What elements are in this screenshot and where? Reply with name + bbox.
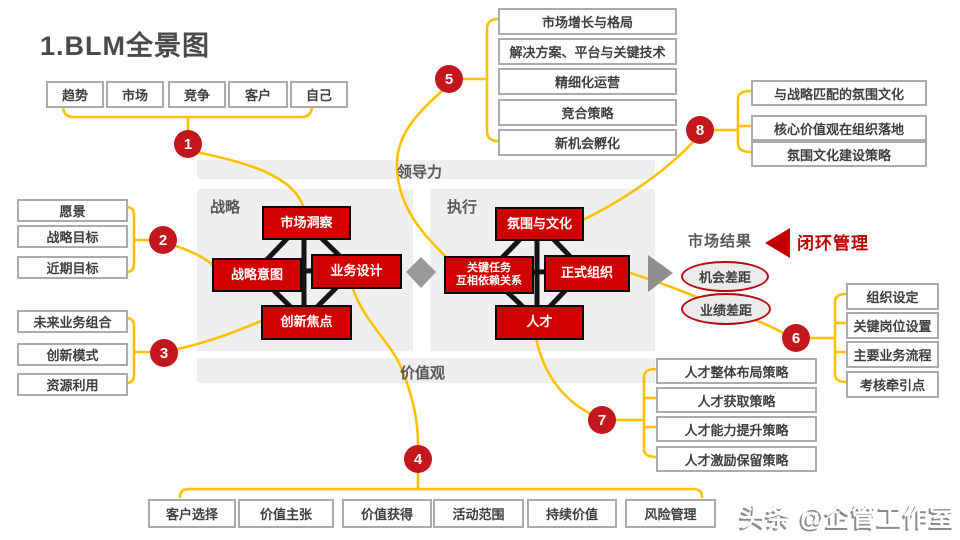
g7-box-talent-improvement: 人才能力提升策略 — [656, 416, 817, 442]
performance-gap-oval: 业绩差距 — [681, 293, 771, 325]
node-talent: 人才 — [495, 305, 584, 340]
g3-box-innovation-mode: 创新模式 — [17, 343, 128, 366]
g6-box-key-positions: 关键岗位设置 — [846, 312, 939, 339]
leadership-band — [197, 160, 655, 179]
g4-box-customer-selection: 客户选择 — [148, 499, 236, 528]
g5-box-refined-operation: 精细化运营 — [498, 68, 677, 95]
g6-box-assessment: 考核牵引点 — [846, 371, 939, 398]
node-key-tasks-line1: 关键任务 — [467, 262, 511, 275]
input-box-competition: 竞争 — [168, 81, 226, 108]
marker-6: 6 — [782, 324, 810, 352]
g4-box-value-capture: 价值获得 — [342, 499, 432, 528]
input-box-market: 市场 — [106, 81, 164, 108]
input-box-self: 自己 — [290, 81, 348, 108]
marker-8: 8 — [686, 116, 714, 144]
leadership-label: 领导力 — [397, 164, 443, 181]
values-band — [197, 358, 655, 383]
g2-box-near-goal: 近期目标 — [17, 256, 128, 279]
node-key-tasks: 关键任务 互相依赖关系 — [444, 256, 534, 294]
diamond-separator — [406, 257, 436, 288]
g7-box-talent-layout: 人才整体布局策略 — [656, 358, 817, 384]
g2-box-strategic-goal: 战略目标 — [17, 225, 128, 248]
output-arrow — [648, 255, 673, 292]
g7-box-talent-retention: 人才激励保留策略 — [656, 446, 817, 472]
g3-box-future-portfolio: 未来业务组合 — [17, 310, 128, 333]
execution-label: 执行 — [447, 199, 478, 216]
input-box-trend: 趋势 — [46, 81, 104, 108]
marker-1: 1 — [174, 130, 202, 158]
market-result-label: 市场结果 — [688, 233, 753, 250]
g4-box-risk-management: 风险管理 — [625, 499, 716, 528]
g2-box-vision: 愿景 — [17, 199, 128, 222]
g3-box-resource-use: 资源利用 — [17, 373, 128, 396]
g4-box-activity-scope: 活动范围 — [433, 499, 524, 528]
g8-box-culture-strategy: 氛围文化建设策略 — [751, 141, 927, 167]
loop-arrow — [765, 228, 790, 258]
marker-7: 7 — [588, 406, 616, 434]
g7-box-talent-acquisition: 人才获取策略 — [656, 387, 817, 413]
g4-box-value-proposition: 价值主张 — [238, 499, 334, 528]
node-formal-organization: 正式组织 — [544, 255, 630, 292]
marker-5: 5 — [435, 65, 463, 93]
node-market-insight: 市场洞察 — [262, 206, 351, 240]
node-business-design: 业务设计 — [311, 254, 402, 289]
input-box-customer: 客户 — [228, 81, 288, 108]
g6-box-org-setup: 组织设定 — [846, 283, 939, 310]
g5-box-market-growth: 市场增长与格局 — [498, 8, 677, 35]
values-label: 价值观 — [400, 365, 446, 382]
g5-box-new-opportunity: 新机会孵化 — [498, 129, 677, 156]
closed-loop-label: 闭环管理 — [797, 234, 869, 253]
marker-2: 2 — [149, 226, 177, 254]
opportunity-gap-oval: 机会差距 — [681, 261, 769, 292]
g5-box-coopetition: 竞合策略 — [498, 99, 677, 126]
page-title: 1.BLM全景图 — [40, 31, 210, 61]
g8-box-core-values: 核心价值观在组织落地 — [751, 115, 927, 141]
node-innovation-focus: 创新焦点 — [261, 305, 352, 340]
g6-box-main-process: 主要业务流程 — [846, 341, 939, 368]
marker-4: 4 — [404, 445, 432, 473]
node-climate-culture: 氛围与文化 — [495, 207, 584, 241]
strategy-label: 战略 — [210, 199, 241, 216]
g4-box-sustained-value: 持续价值 — [527, 499, 617, 528]
marker-3: 3 — [150, 339, 178, 367]
node-key-tasks-line2: 互相依赖关系 — [456, 275, 522, 287]
g5-box-solution-platform: 解决方案、平台与关键技术 — [498, 38, 677, 65]
node-strategic-intent: 战略意图 — [212, 258, 302, 292]
watermark: 头条 @企管工作室 — [740, 504, 956, 532]
g8-box-culture-match: 与战略匹配的氛围文化 — [751, 80, 927, 106]
yellow-connectors — [61, 17, 848, 499]
